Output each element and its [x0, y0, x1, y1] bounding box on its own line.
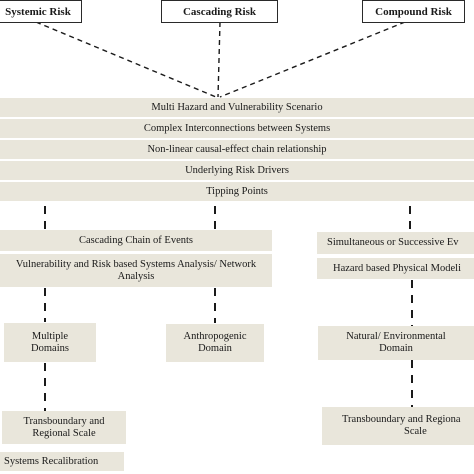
anthropogenic-line-1: Anthropogenic	[183, 331, 247, 342]
cascading-chain-box: Cascading Chain of Events	[0, 230, 272, 251]
natural-domain-box: Natural/ Environmental Domain	[318, 326, 474, 360]
systems-recalibration-box: Systems Recalibration	[0, 452, 124, 471]
central-box-risk-drivers: Underlying Risk Drivers	[0, 161, 474, 180]
multiple-domains-line-1: Multiple	[31, 330, 69, 342]
central-box-multi-hazard: Multi Hazard and Vulnerability Scenario	[0, 98, 474, 117]
transboundary-left-box: Transboundary and Regional Scale	[2, 411, 126, 444]
systemic-risk-node: Systemic Risk	[0, 0, 82, 23]
anthropogenic-domain-box: Anthropogenic Domain	[166, 324, 264, 362]
transboundary-right-box: Transboundary and Regiona Scale	[322, 407, 474, 445]
simultaneous-events-box: Simultaneous or Successive Ev	[317, 232, 474, 254]
systems-analysis-line-1: Vulnerability and Risk based Systems Ana…	[15, 258, 257, 270]
natural-domain-line-1: Natural/ Environmental	[346, 331, 446, 342]
multiple-domains-box: Multiple Domains	[4, 323, 96, 362]
transboundary-right-line-1: Transboundary and Regiona	[342, 414, 461, 425]
central-box-tipping-points: Tipping Points	[0, 182, 474, 201]
central-box-non-linear: Non-linear causal-effect chain relations…	[0, 140, 474, 159]
central-box-interconnections: Complex Interconnections between Systems	[0, 119, 474, 138]
transboundary-left-line-1: Transboundary and	[23, 415, 105, 427]
natural-domain-line-2: Domain	[379, 343, 413, 354]
anthropogenic-line-2: Domain	[198, 343, 232, 354]
transboundary-left-line-2: Regional Scale	[32, 427, 96, 439]
systems-analysis-box: Vulnerability and Risk based Systems Ana…	[0, 254, 272, 287]
transboundary-right-line-2: Scale	[404, 426, 427, 437]
compound-risk-node: Compound Risk	[362, 0, 465, 23]
cascading-risk-node: Cascading Risk	[161, 0, 278, 23]
hazard-modeling-box: Hazard based Physical Modeli	[317, 258, 474, 279]
multiple-domains-line-2: Domains	[31, 342, 69, 354]
systems-analysis-line-2: Analysis	[117, 270, 155, 282]
